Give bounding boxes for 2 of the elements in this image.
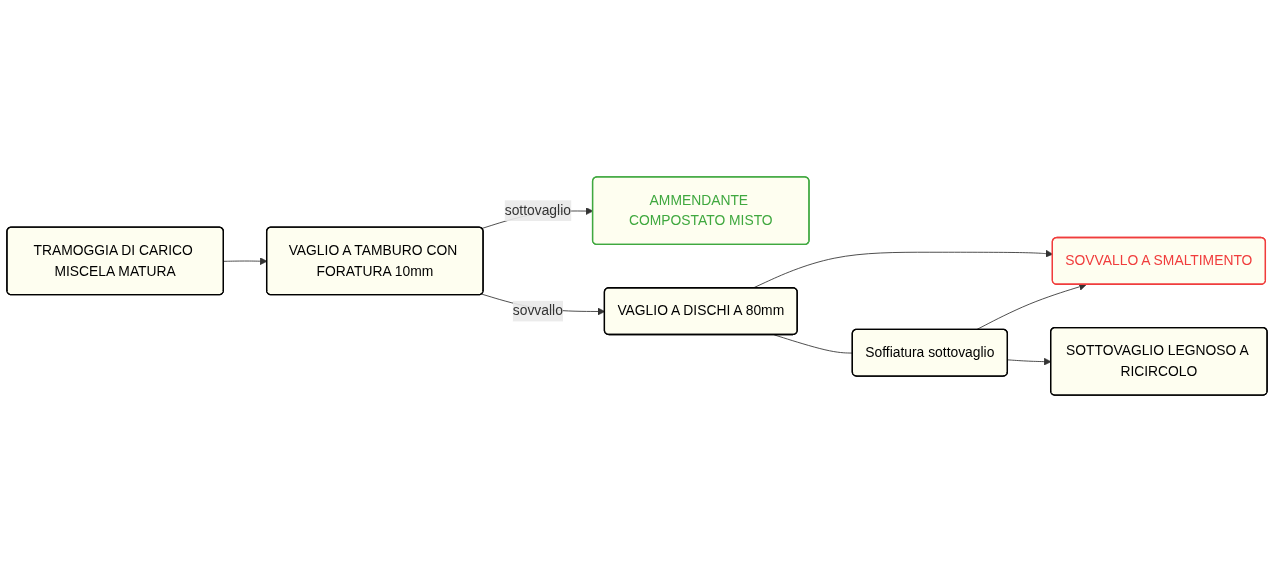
edge-label: sovvallo <box>512 303 563 319</box>
edge-label: sottovaglio <box>504 202 571 218</box>
